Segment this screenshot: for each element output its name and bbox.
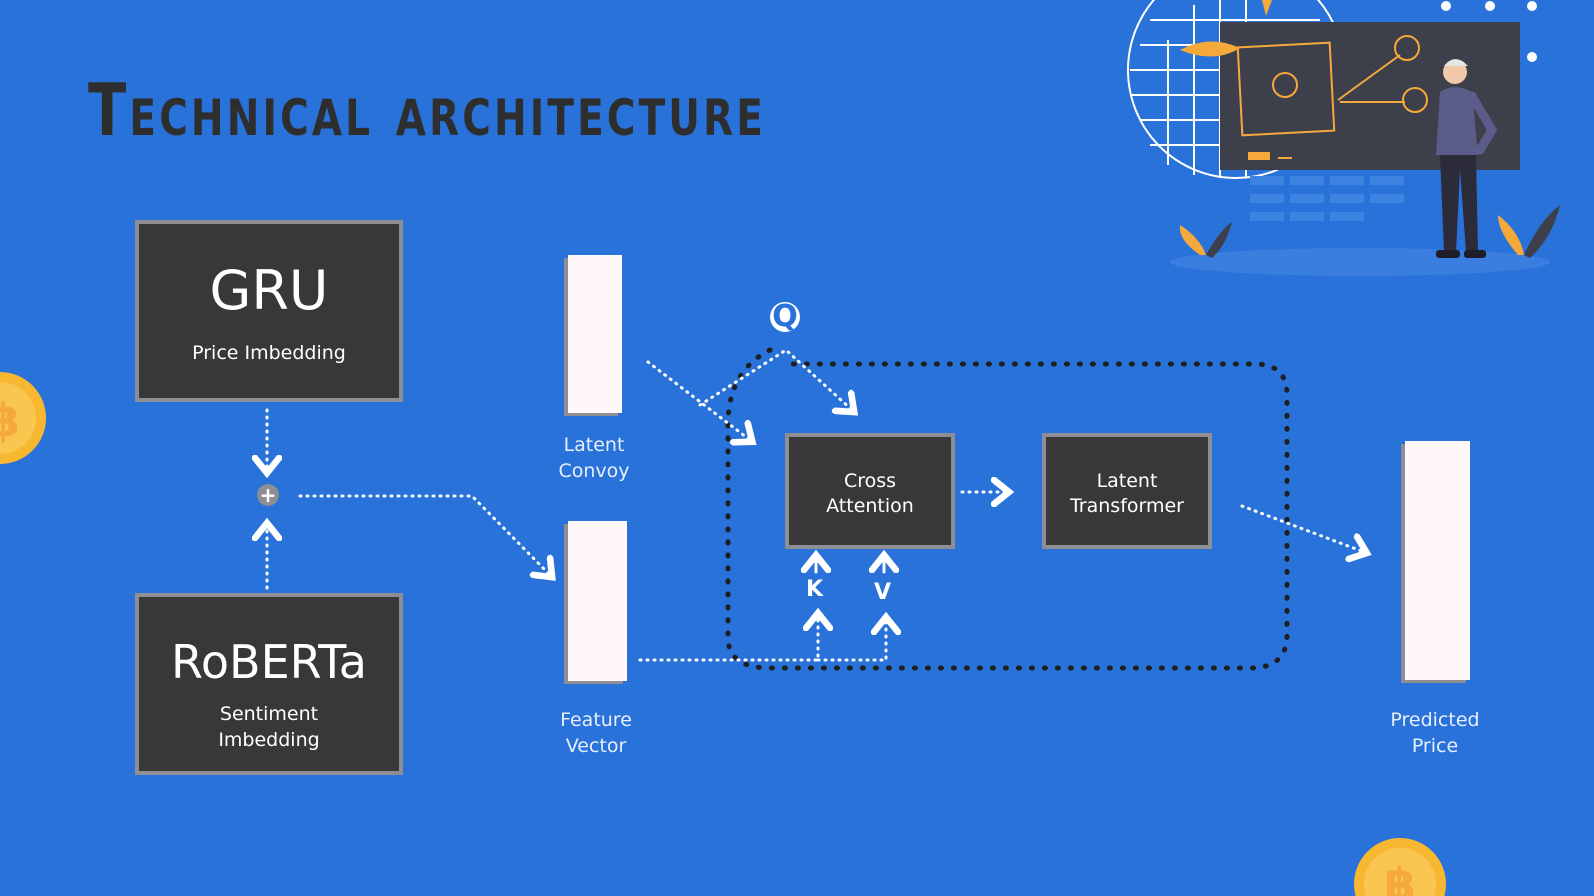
plus-symbol: + [260,483,277,507]
query-arrow [698,348,852,410]
plus-to-feature-arrow [298,494,550,575]
feature-to-value-arrow [816,620,886,662]
gru-subtitle: Price Imbedding [192,342,346,364]
svg-text:฿: ฿ [1384,857,1416,896]
convoy-to-cross-arrow [646,360,750,440]
predicted-price-line2: Price [1411,735,1459,757]
feature-vector-line1: Feature [560,709,632,731]
roberta-box: RoBERTa Sentiment Imbedding [135,593,403,775]
bitcoin-coin-left-icon: ฿ [0,372,46,464]
plant-left-icon [1179,222,1232,258]
predicted-price-line1: Predicted [1390,709,1480,731]
cross-attention-line1: Cross [843,470,897,492]
predicted-price-label: Predicted Price [1375,707,1495,759]
cross-attention-line2: Attention [826,495,914,517]
gru-title: GRU [209,259,329,322]
roberta-subtitle-line1: Sentiment [219,703,319,725]
roberta-title: RoBERTa [171,635,367,689]
latent-block-outline [725,347,1290,671]
plus-node [257,484,279,506]
latent-convoy-vector [568,255,622,413]
feature-vector-line2: Vector [565,735,627,757]
plant-right-icon [1498,205,1560,258]
latent-transformer-line1: Latent [1096,470,1158,492]
roberta-subtitle-line2: Imbedding [218,729,320,751]
latent-convoy-line2: Convoy [558,460,630,482]
latent-transformer-box: Latent Transformer [1042,433,1212,549]
svg-text:฿: ฿ [0,393,20,447]
predicted-price-vector [1405,441,1470,680]
feature-vector [568,521,627,681]
bitcoin-coin-bottom-icon: ฿ [1354,838,1446,896]
query-label: Q [770,302,800,332]
feature-vector-label: Feature Vector [536,707,656,759]
latent-transformer-line2: Transformer [1069,495,1184,517]
transformer-to-price-arrow [1240,504,1364,552]
teacher-illustration [1127,0,1560,276]
latent-convoy-line1: Latent [563,434,625,456]
page-title: Technical architecture [88,68,767,152]
value-label: V [874,580,892,605]
presenter-figure-icon [1436,59,1498,258]
key-label: K [806,577,824,602]
gru-box: GRU Price Imbedding [135,220,403,402]
latent-convoy-label: Latent Convoy [534,432,654,484]
cross-attention-box: Cross Attention [785,433,955,549]
